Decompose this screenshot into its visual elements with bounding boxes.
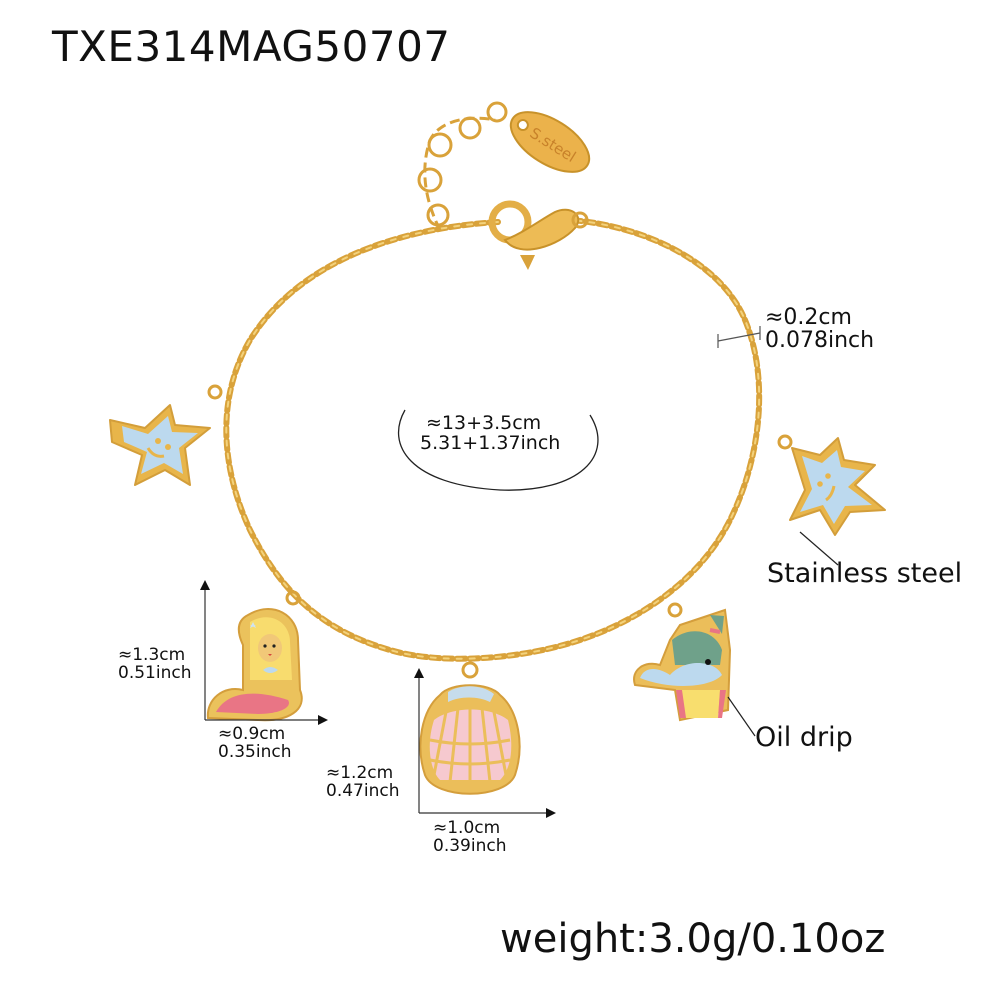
chain-width-cm: ≈0.2cm <box>765 305 852 330</box>
bracelet-length-inch: 5.31+1.37inch <box>420 431 561 454</box>
shell-width-label: ≈1.0cm 0.39inch <box>433 818 507 856</box>
shell-height-label: ≈1.2cm 0.47inch <box>326 763 400 801</box>
mermaid-dimension-lines <box>200 580 328 725</box>
shell-width-cm: ≈1.0cm <box>433 818 501 838</box>
extender-chain <box>417 101 508 231</box>
material-callout: Stainless steel <box>767 558 963 589</box>
mermaid-width-label: ≈0.9cm 0.35inch <box>218 724 292 762</box>
mermaid-width-inch: 0.35inch <box>218 741 292 762</box>
chain-width-label: ≈0.2cm 0.078inch <box>765 306 874 352</box>
shell-height-cm: ≈1.2cm <box>326 763 394 783</box>
product-weight: weight:3.0g/0.10oz <box>500 916 886 962</box>
whale-cupcake-charm <box>633 602 732 722</box>
mermaid-height-label: ≈1.3cm 0.51inch <box>118 645 192 683</box>
bracelet-length-label: ≈13+3.5cm 5.31+1.37inch <box>420 412 561 454</box>
steel-tag: S.steel <box>509 111 591 173</box>
chain-width-inch: 0.078inch <box>765 328 875 354</box>
mermaid-width-cm: ≈0.9cm <box>218 724 286 744</box>
chain <box>223 217 763 662</box>
starfish-charm-left <box>109 384 223 486</box>
shell-width-inch: 0.39inch <box>433 835 507 856</box>
oil-drip-leader <box>727 696 756 737</box>
chain-width-marker <box>717 326 761 348</box>
stainless-steel-leader <box>799 531 839 566</box>
length-ellipse <box>397 409 599 491</box>
lobster-clasp <box>488 200 589 270</box>
seashell-dimension-lines <box>414 668 556 818</box>
seashell-charm <box>419 661 521 795</box>
product-sku: TXE314MAG50707 <box>52 22 451 71</box>
starfish-charm-right <box>777 434 886 536</box>
mermaid-height-inch: 0.51inch <box>118 662 192 683</box>
mermaid-height-cm: ≈1.3cm <box>118 645 186 665</box>
mermaid-charm <box>206 590 303 722</box>
finish-callout: Oil drip <box>755 722 853 753</box>
bracelet-length-cm: ≈13+3.5cm <box>426 412 542 434</box>
shell-height-inch: 0.47inch <box>326 780 400 801</box>
